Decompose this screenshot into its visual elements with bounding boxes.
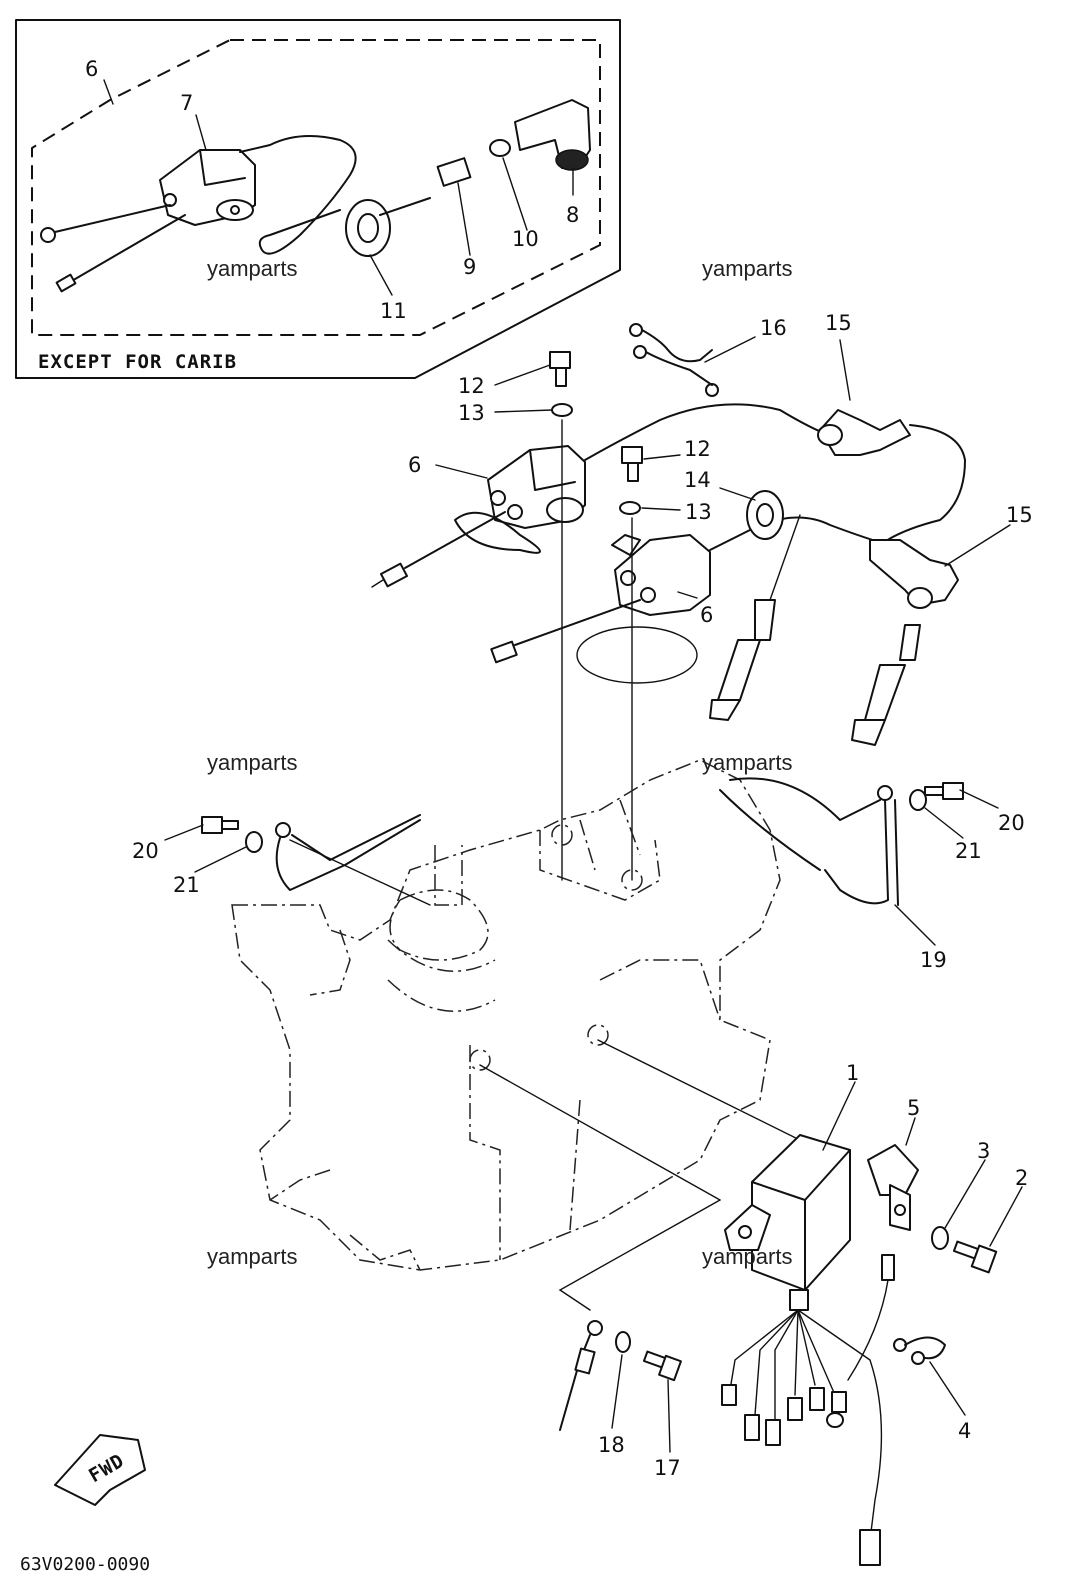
callout-numbers: 6 7 8 9 10 11 12 13 6 12 13 14 6 16 15 1… bbox=[85, 57, 1033, 1480]
inset-ignition-coil bbox=[40, 135, 357, 293]
bracket-5 bbox=[867, 1144, 919, 1231]
ground-lead-19 bbox=[719, 777, 899, 906]
plug-cap-lower bbox=[869, 539, 959, 609]
harness-16 bbox=[629, 323, 719, 397]
callout-15: 15 bbox=[825, 311, 852, 335]
watermark: yamparts bbox=[702, 1244, 792, 1269]
callout-6: 6 bbox=[408, 453, 421, 477]
spark-plug-right bbox=[851, 624, 921, 746]
bolt-17 bbox=[642, 1350, 682, 1382]
leader-lines bbox=[103, 79, 1023, 1453]
callout-19: 19 bbox=[920, 948, 947, 972]
diagram-code: 63V0200-0090 bbox=[20, 1554, 150, 1575]
grommet-14 bbox=[746, 490, 784, 540]
callout-15: 15 bbox=[1006, 503, 1033, 527]
callout-20: 20 bbox=[132, 839, 159, 863]
bolt-20-right bbox=[909, 782, 964, 811]
callout-1: 1 bbox=[846, 1061, 859, 1085]
plug-cap-upper bbox=[817, 409, 966, 546]
callout-20: 20 bbox=[998, 811, 1025, 835]
bolt-12-right bbox=[619, 446, 643, 881]
ground-lead-18 bbox=[559, 1320, 631, 1431]
inset-grommet bbox=[345, 197, 431, 257]
callout-8: 8 bbox=[566, 203, 579, 227]
callout-5: 5 bbox=[907, 1096, 920, 1120]
callout-9: 9 bbox=[463, 255, 476, 279]
cdi-unit bbox=[721, 1134, 895, 1566]
callout-21: 21 bbox=[173, 873, 200, 897]
washer-3 bbox=[931, 1226, 949, 1250]
ignition-coil-upper bbox=[371, 403, 851, 588]
inset-panel: EXCEPT FOR CARIB bbox=[15, 19, 621, 379]
engine-block-ghost bbox=[231, 759, 821, 1311]
callout-2: 2 bbox=[1015, 1166, 1028, 1190]
callout-6: 6 bbox=[700, 603, 713, 627]
callout-3: 3 bbox=[977, 1139, 990, 1163]
inset-caption: EXCEPT FOR CARIB bbox=[38, 351, 237, 373]
harness-4 bbox=[893, 1336, 946, 1365]
watermarks: yamparts yamparts yamparts yamparts yamp… bbox=[207, 256, 792, 1269]
callout-14: 14 bbox=[684, 468, 711, 492]
ignition-coil-lower bbox=[490, 516, 891, 684]
watermark: yamparts bbox=[207, 750, 297, 775]
callout-21: 21 bbox=[955, 839, 982, 863]
bolt-20-left bbox=[201, 816, 263, 853]
callout-12: 12 bbox=[684, 437, 711, 461]
inset-joint bbox=[436, 157, 472, 187]
watermark: yamparts bbox=[702, 750, 792, 775]
spark-plug-left bbox=[709, 514, 801, 721]
callout-18: 18 bbox=[598, 1433, 625, 1457]
inset-plug-cap bbox=[514, 99, 591, 171]
callout-12: 12 bbox=[458, 374, 485, 398]
callout-6: 6 bbox=[85, 57, 98, 81]
callout-10: 10 bbox=[512, 227, 539, 251]
callout-17: 17 bbox=[654, 1456, 681, 1480]
callout-11: 11 bbox=[380, 299, 407, 323]
ground-lead-21-left bbox=[275, 814, 431, 906]
watermark: yamparts bbox=[207, 1244, 297, 1269]
bolt-2 bbox=[952, 1240, 998, 1274]
callout-4: 4 bbox=[958, 1419, 971, 1443]
callout-13: 13 bbox=[458, 401, 485, 425]
forward-arrow-icon: FWD bbox=[54, 1434, 146, 1506]
watermark: yamparts bbox=[207, 256, 297, 281]
callout-16: 16 bbox=[760, 316, 787, 340]
watermark: yamparts bbox=[702, 256, 792, 281]
callout-7: 7 bbox=[180, 91, 193, 115]
inset-clip bbox=[489, 139, 511, 157]
bolt-12-left bbox=[549, 351, 573, 881]
callout-13: 13 bbox=[685, 500, 712, 524]
